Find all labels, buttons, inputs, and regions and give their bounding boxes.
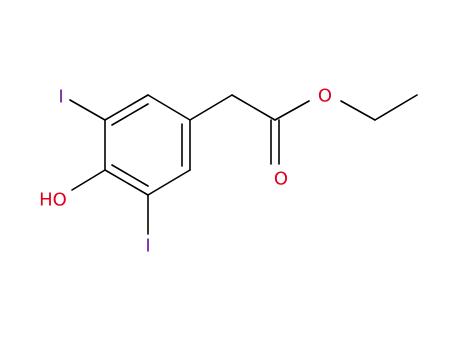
bond-ch2-carbonyl xyxy=(231,94,276,121)
bond-carbonyl-ester-oxygen xyxy=(274,100,310,121)
iodine-top-label: I xyxy=(58,87,63,108)
bond-ethyl xyxy=(374,94,418,121)
bond-ester-oxygen-ch2 xyxy=(340,100,376,121)
benzene-ring xyxy=(104,94,191,196)
ring-bond-c1-c2 xyxy=(147,94,191,121)
bond-ring-ch2 xyxy=(189,94,233,121)
ring-bond-c6-c1-inner xyxy=(111,103,149,126)
bond-ring-iodine-top xyxy=(69,99,106,121)
bond-ring-hydroxyl xyxy=(71,169,106,191)
ring-bond-c3-c4 xyxy=(147,169,191,196)
hydroxyl-label: HO xyxy=(39,190,67,211)
ring-bond-c4-c5 xyxy=(104,169,149,196)
ring-bond-c6-c1 xyxy=(104,94,149,121)
ester-oxygen-label: O xyxy=(318,86,332,107)
ring-bond-c4-c5-inner xyxy=(111,164,149,187)
carbonyl-oxygen-label: O xyxy=(274,169,288,190)
iodine-bottom-label: I xyxy=(145,236,150,257)
